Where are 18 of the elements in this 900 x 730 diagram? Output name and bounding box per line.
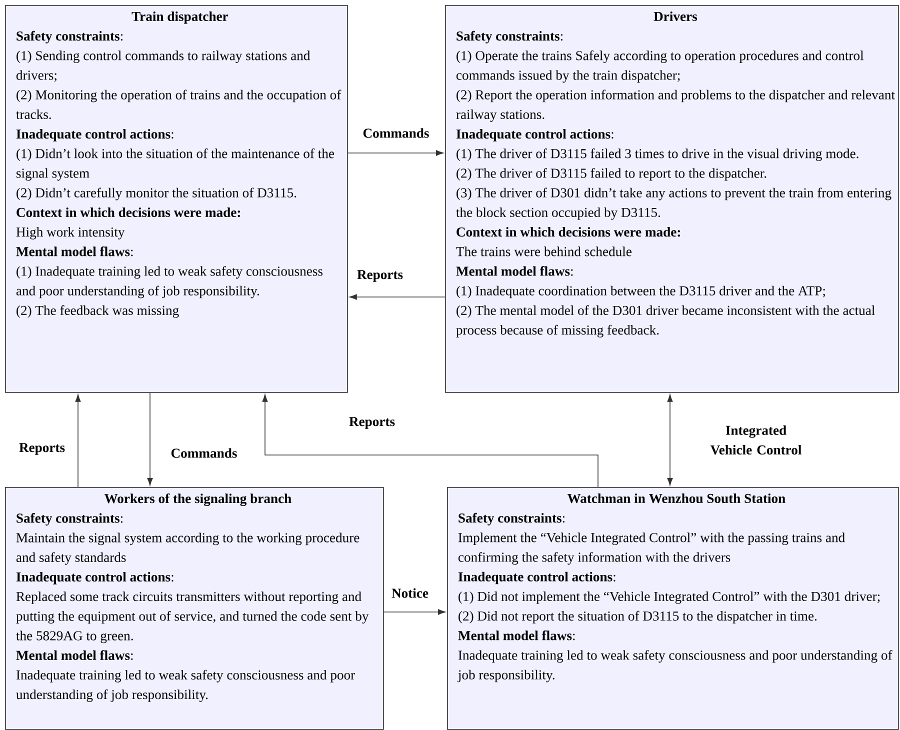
role-box: Watchman in Wenzhou South Station Safety constraints: Implement the “Vehicle Integrated Control” with the passing trains and confirming the safety information with the drivers Inadequate control actions: (1) Did not implement the “Vehicle Integrated Control” with the D301 driver; (2) Did not report the situation of D3115 to the dispatcher in time. Mental model flaws: Inadequate training led to weak safety consciousness and poor understanding of job responsibility. [447,487,899,730]
arrow [262,394,598,488]
edge-label: Notice [392,588,428,598]
edge-label: Reports [19,443,65,455]
edge-label: Reports [349,417,395,429]
edge-label: Commands [363,128,429,138]
edge-label: Reports [357,270,403,282]
role-box: Drivers Safety constraints: (1) Operate the trains Safely according to operation procedures and control commands issued by the train dispatcher; (2) Report the operation information and problems to the dispatcher and relevant railway stations. Inadequate control actions: (1) The driver of D3115 failed 3 times to drive in the visual driving mode. (2) The driver of D3115 failed to report to the dispatcher. (3) The driver of D301 didn’t take any actions to prevent the train from entering the block section occupied by D3115. Context in which decisions were made: The trains were behind schedule Mental model flaws: (1) Inadequate coordination between the D3115 driver and the ATP; (2) The mental model of the D301 driver became inconsistent with the actual process because of missing feedback. [445,5,899,393]
role-box: Workers of the signaling branch Safety constraints: Maintain the signal system according to the working procedure and safety standards Inadequate control actions: Replaced some track circuits transmitters without reporting and putting the equipment out of service, and turned the code sent by the 5829AG to green. Mental model flaws: Inadequate training led to weak safety consciousness and poor understanding of job responsibility. [5,487,384,730]
arrow [349,294,446,300]
arrow [348,150,444,156]
role-box: Train dispatcher Safety constraints: (1) Sending control commands to railway stations and drivers; (2) Monitoring the operation of trains and the occupation of tracks. Inadequate control actions: (1) Didn’t look into the situation of the maintenance of the signal system (2) Didn’t carefully monitor the situation of D3115. Context in which decisions were made: High work intensity Mental model flaws: (1) Inadequate training led to weak safety consciousness and poor understanding of job responsibility. (2) The feedback was missing [5,5,348,393]
arrow [667,394,673,486]
edge-label: Integrated Vehicle Control [710,425,802,455]
arrow [75,394,81,488]
arrow [384,609,446,615]
arrow [147,392,153,486]
edge-label: Commands [171,448,237,458]
